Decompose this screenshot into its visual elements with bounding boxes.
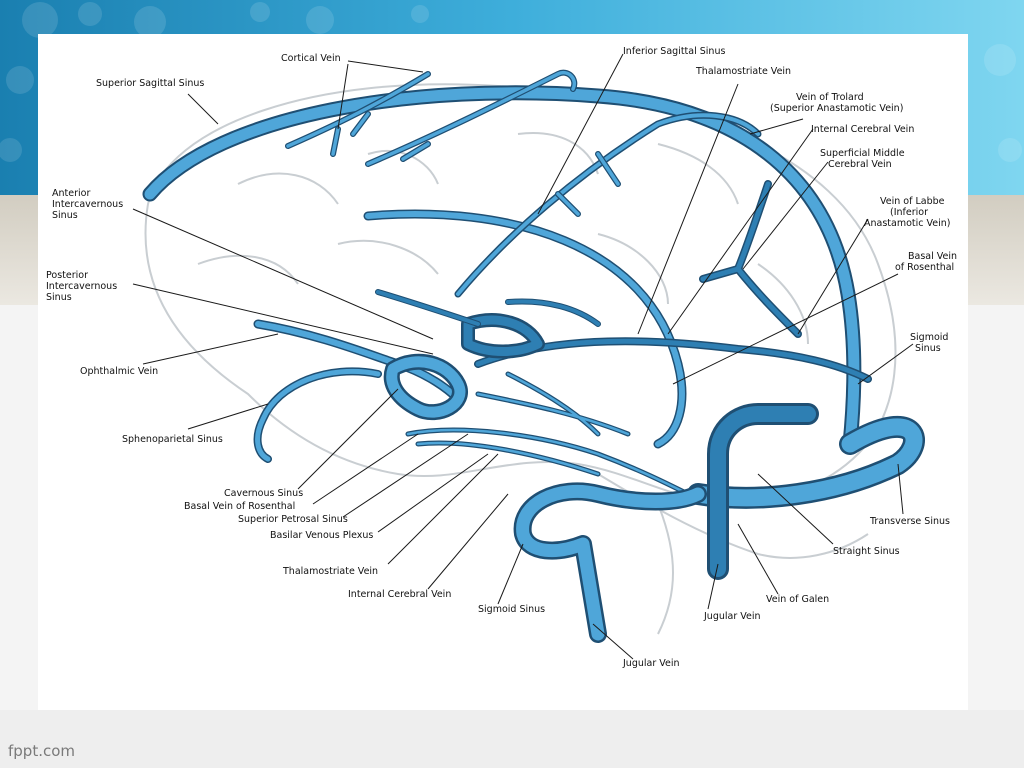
- leader-superior-petrosal: [342, 433, 469, 518]
- label-anterior-intercavernous-2: Intercavernous: [52, 199, 123, 210]
- label-straight-sinus: Straight Sinus: [833, 546, 900, 557]
- label-basilar-venous-plexus: Basilar Venous Plexus: [270, 530, 373, 541]
- leader-vein-of-galen: [737, 523, 779, 595]
- leader-superior-sagittal: [187, 93, 219, 125]
- leader-sigmoid-right: [857, 343, 914, 385]
- label-cavernous-sinus: Cavernous Sinus: [224, 488, 303, 499]
- leader-lines: [132, 53, 914, 660]
- leader-jugular-bottom: [592, 623, 634, 660]
- leader-internal-cerebral-top: [667, 128, 814, 335]
- leader-vein-of-labbe: [797, 218, 869, 335]
- leader-basal-vein-right: [672, 273, 899, 385]
- labels: Cortical Vein Superior Sagittal Sinus In…: [46, 46, 957, 669]
- leader-cavernous: [297, 388, 399, 490]
- label-internal-cerebral-vein-bottom: Internal Cerebral Vein: [348, 589, 451, 600]
- diagram-panel: Cortical Vein Superior Sagittal Sinus In…: [38, 34, 968, 710]
- label-basal-vein-left: Basal Vein of Rosenthal: [184, 501, 295, 512]
- label-jugular-vein-bottom: Jugular Vein: [622, 658, 680, 669]
- label-vein-of-labbe-2: (Inferior: [890, 207, 928, 218]
- leader-jugular-mid: [707, 563, 719, 610]
- label-basal-vein-right-1: Basal Vein: [908, 251, 957, 262]
- leader-superficial-middle: [742, 161, 829, 270]
- leader-internal-cerebral-bottom: [427, 493, 509, 590]
- label-sigmoid-sinus-right-2: Sinus: [915, 343, 941, 354]
- label-vein-of-labbe-1: Vein of Labbe: [880, 196, 945, 207]
- leader-thalamostriate-bottom: [387, 453, 499, 565]
- footer-strip: [0, 710, 1024, 768]
- label-basal-vein-right-2: of Rosenthal: [895, 262, 954, 273]
- label-posterior-intercavernous-2: Intercavernous: [46, 281, 117, 292]
- label-cortical-vein: Cortical Vein: [281, 53, 341, 64]
- label-superficial-middle-2: Cerebral Vein: [828, 159, 892, 170]
- label-jugular-vein-mid: Jugular Vein: [703, 611, 761, 622]
- label-sphenoparietal-sinus: Sphenoparietal Sinus: [122, 434, 223, 445]
- leader-vein-of-trolard: [749, 118, 804, 135]
- label-vein-of-trolard-1: Vein of Trolard: [796, 92, 864, 103]
- leader-cortical-vein: [347, 60, 424, 73]
- leader-inferior-sagittal: [537, 53, 624, 215]
- label-vein-of-labbe-3: Anastamotic Vein): [864, 218, 950, 229]
- label-thalamostriate-vein-bottom: Thalamostriate Vein: [282, 566, 378, 577]
- label-superior-petrosal-sinus: Superior Petrosal Sinus: [238, 514, 348, 525]
- leader-basal-left: [312, 433, 419, 505]
- leader-anterior-intercavernous: [132, 208, 434, 340]
- label-posterior-intercavernous-1: Posterior: [46, 270, 88, 281]
- leader-posterior-intercavernous: [132, 283, 434, 355]
- leader-transverse-sinus: [897, 463, 904, 515]
- leader-straight-sinus: [757, 473, 834, 545]
- leader-sigmoid-bottom: [497, 543, 524, 605]
- label-superior-sagittal-sinus: Superior Sagittal Sinus: [96, 78, 204, 89]
- label-posterior-intercavernous-3: Sinus: [46, 292, 72, 303]
- label-superficial-middle-1: Superficial Middle: [820, 148, 905, 159]
- leader-cortical-vein-2: [337, 63, 349, 130]
- leader-thalamostriate-top: [637, 83, 739, 335]
- label-anterior-intercavernous-1: Anterior: [52, 188, 90, 199]
- label-thalamostriate-vein-top: Thalamostriate Vein: [695, 66, 791, 77]
- footer-brand: fppt.com: [8, 742, 76, 760]
- label-vein-of-trolard-2: (Superior Anastamotic Vein): [770, 103, 903, 114]
- leader-basilar: [377, 453, 489, 533]
- vein-network: [142, 69, 925, 643]
- label-transverse-sinus: Transverse Sinus: [869, 516, 950, 527]
- label-sigmoid-sinus-bottom: Sigmoid Sinus: [478, 604, 545, 615]
- leader-ophthalmic: [142, 333, 279, 365]
- leader-sphenoparietal: [187, 403, 269, 430]
- label-vein-of-galen: Vein of Galen: [766, 594, 829, 605]
- header-bubbles: [0, 2, 1022, 162]
- label-sigmoid-sinus-right-1: Sigmoid: [910, 332, 948, 343]
- label-ophthalmic-vein: Ophthalmic Vein: [80, 366, 158, 377]
- venous-anatomy-diagram: Cortical Vein Superior Sagittal Sinus In…: [46, 46, 957, 669]
- label-anterior-intercavernous-3: Sinus: [52, 210, 78, 221]
- label-inferior-sagittal-sinus: Inferior Sagittal Sinus: [623, 46, 725, 57]
- label-internal-cerebral-vein-top: Internal Cerebral Vein: [811, 124, 914, 135]
